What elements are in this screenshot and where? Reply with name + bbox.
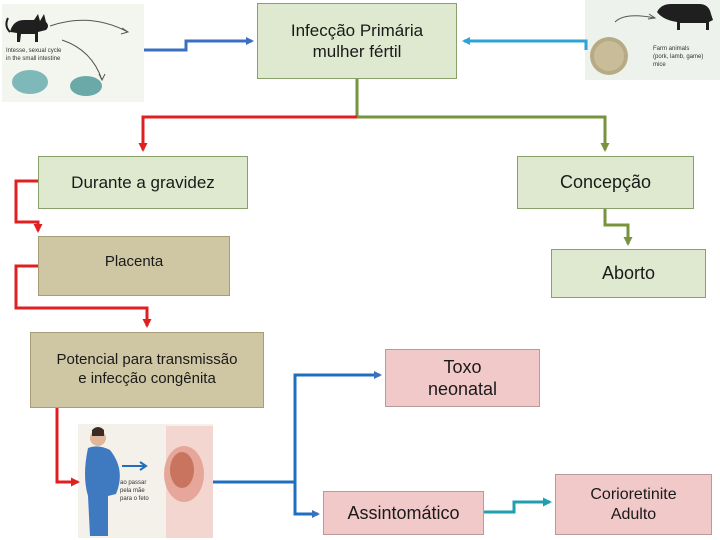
mother-caption-1: ao passar <box>120 480 146 486</box>
primary-line-1: Infecção Primária <box>290 20 424 40</box>
chorio-line-2: Adulto <box>610 505 657 523</box>
placenta-label: Placenta <box>104 253 164 270</box>
farm-caption-1: Farm animals <box>653 46 689 52</box>
mother-caption-3: para o feto <box>120 496 149 502</box>
arrow-image-to-asymptomatic <box>293 482 320 518</box>
farm-caption-2: (pork, lamb, game) <box>653 54 703 60</box>
node-during-pregnancy: Durante a gravidez <box>38 156 248 209</box>
asymptomatic-label: Assintomático <box>347 502 460 523</box>
abortion-label: Aborto <box>601 263 656 284</box>
arrow-asymptomatic-to-chorio <box>484 497 552 514</box>
arrow-primary-to-pregnancy <box>138 115 357 152</box>
node-primary-infection: Infecção Primária mulher fértil <box>257 3 457 79</box>
arrow-pregnancy-to-placenta <box>14 179 43 233</box>
conception-label: Concepção <box>559 172 652 193</box>
primary-line-2: mulher fértil <box>312 42 402 61</box>
arrow-conception-to-abortion <box>603 209 633 246</box>
arrow-image-to-neonatal <box>213 371 382 484</box>
node-asymptomatic: Assintomático <box>323 491 484 535</box>
node-neonatal: Toxo neonatal <box>385 349 540 407</box>
neonatal-line-1: Toxo <box>443 356 482 377</box>
arrow-transmission-to-image <box>55 408 80 487</box>
cat-caption-2: in the small intestine <box>6 56 61 62</box>
pregnancy-image: ao passar pela mãe para o feto <box>78 424 213 538</box>
node-transmission: Potencial para transmissão e infecção co… <box>30 332 264 408</box>
farm-animals-image: Farm animals (pork, lamb, game) mice <box>585 0 720 80</box>
mother-caption-2: pela mãe <box>120 488 145 494</box>
chorio-line-1: Corioretinite <box>590 485 677 503</box>
mother-fetus-illustration: ao passar pela mãe para o feto <box>85 426 213 538</box>
transmission-line-2: e infecção congênita <box>78 370 216 387</box>
node-placenta: Placenta <box>38 236 230 296</box>
neonatal-line-2: neonatal <box>427 379 498 399</box>
cat-illustration: Intesse, sexual cycle in the small intes… <box>5 14 130 96</box>
pregnancy-label: Durante a gravidez <box>71 172 215 192</box>
transmission-line-1: Potencial para transmissão <box>56 351 238 369</box>
cat-lifecycle-image: Intesse, sexual cycle in the small intes… <box>2 4 144 102</box>
farm-illustration: Farm animals (pork, lamb, game) mice <box>590 4 713 75</box>
node-abortion: Aborto <box>551 249 706 298</box>
cat-caption-1: Intesse, sexual cycle <box>6 48 62 54</box>
arrow-placenta-to-transmission <box>14 264 152 328</box>
arrow-farm-to-primary <box>462 37 588 50</box>
arrow-cat-to-primary <box>144 37 254 52</box>
node-chorioretinitis: Corioretinite Adulto <box>555 474 712 535</box>
node-conception: Concepção <box>517 156 694 209</box>
farm-caption-3: mice <box>653 62 666 68</box>
arrow-primary-to-conception <box>355 79 610 152</box>
